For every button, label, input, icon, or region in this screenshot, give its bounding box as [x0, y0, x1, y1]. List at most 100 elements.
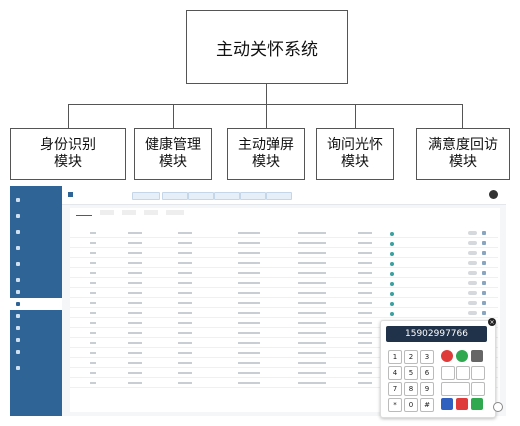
row-action-icon[interactable] — [482, 271, 486, 275]
row-action-icon[interactable] — [482, 311, 486, 315]
module-label-line1: 满意度回访 — [428, 137, 498, 153]
table-cell — [298, 362, 326, 364]
phone-ring-icon[interactable] — [493, 402, 503, 412]
dial-key[interactable]: 5 — [404, 366, 418, 380]
open-tab[interactable] — [132, 192, 160, 200]
toggle-switch[interactable] — [468, 301, 477, 305]
module-node-popup: 主动弹屏模块 — [227, 128, 305, 180]
table-cell — [178, 292, 192, 294]
table-cell — [298, 322, 326, 324]
dial-key[interactable]: 8 — [404, 382, 418, 396]
open-tab[interactable] — [162, 192, 188, 200]
row-action-icon[interactable] — [482, 251, 486, 255]
open-tab[interactable] — [188, 192, 214, 200]
toggle-switch[interactable] — [468, 231, 477, 235]
dial-key[interactable]: 4 — [388, 366, 402, 380]
connector-module-1 — [68, 104, 69, 128]
table-row[interactable] — [70, 290, 498, 298]
module-node-identity: 身份识别模块 — [10, 128, 126, 180]
close-icon[interactable]: × — [488, 318, 496, 326]
table-cell — [128, 302, 142, 304]
table-row[interactable] — [70, 310, 498, 318]
table-cell — [178, 312, 192, 314]
dial-key[interactable]: # — [420, 398, 434, 412]
dial-key[interactable]: 7 — [388, 382, 402, 396]
row-action-icon[interactable] — [482, 281, 486, 285]
sidebar-item[interactable] — [10, 194, 62, 206]
open-tab[interactable] — [240, 192, 266, 200]
toggle-switch[interactable] — [468, 241, 477, 245]
dial-key[interactable]: 1 — [388, 350, 402, 364]
table-cell — [358, 282, 372, 284]
table-cell — [128, 242, 142, 244]
table-row[interactable] — [70, 270, 498, 278]
table-row[interactable] — [70, 250, 498, 258]
table-cell — [358, 382, 372, 384]
sidebar-item[interactable] — [10, 258, 62, 270]
green-action-button[interactable] — [471, 398, 483, 410]
sidebar-item[interactable] — [10, 286, 62, 298]
subtab[interactable] — [166, 210, 184, 215]
dial-key[interactable]: 2 — [404, 350, 418, 364]
row-action-icon[interactable] — [482, 291, 486, 295]
table-row[interactable] — [70, 280, 498, 288]
toggle-switch[interactable] — [468, 281, 477, 285]
row-action-icon[interactable] — [482, 261, 486, 265]
table-cell — [90, 352, 96, 354]
table-cell — [238, 372, 260, 374]
open-tab[interactable] — [266, 192, 292, 200]
toggle-switch[interactable] — [468, 291, 477, 295]
status-icon — [390, 301, 394, 306]
sidebar-item[interactable] — [10, 242, 62, 254]
function-button[interactable] — [471, 382, 485, 396]
subtab[interactable] — [144, 210, 158, 215]
open-tab[interactable] — [214, 192, 240, 200]
table-cell — [128, 272, 142, 274]
sidebar-item[interactable] — [10, 334, 62, 346]
toggle-switch[interactable] — [468, 261, 477, 265]
function-button[interactable] — [441, 382, 470, 396]
blue-action-button[interactable] — [441, 398, 453, 410]
dial-key[interactable]: 0 — [404, 398, 418, 412]
row-action-icon[interactable] — [482, 241, 486, 245]
system-screenshot — [10, 186, 506, 416]
sidebar-item[interactable] — [10, 210, 62, 222]
subtab[interactable] — [100, 210, 114, 215]
table-cell — [358, 312, 372, 314]
function-button[interactable] — [441, 366, 455, 380]
toggle-switch[interactable] — [468, 251, 477, 255]
toggle-switch[interactable] — [468, 271, 477, 275]
transfer-icon[interactable] — [471, 350, 483, 362]
sidebar-item[interactable] — [10, 310, 62, 322]
toggle-switch[interactable] — [468, 311, 477, 315]
home-icon[interactable] — [68, 192, 73, 197]
table-row[interactable] — [70, 240, 498, 248]
dial-key[interactable]: 9 — [420, 382, 434, 396]
dial-key[interactable]: 6 — [420, 366, 434, 380]
table-row[interactable] — [70, 300, 498, 308]
sidebar-item[interactable] — [10, 274, 62, 286]
function-button[interactable] — [471, 366, 485, 380]
table-cell — [238, 362, 260, 364]
red-action-button[interactable] — [456, 398, 468, 410]
sidebar-item[interactable] — [10, 362, 62, 374]
dial-key[interactable]: 3 — [420, 350, 434, 364]
answer-icon[interactable] — [456, 350, 468, 362]
table-row[interactable] — [70, 230, 498, 238]
table-cell — [238, 312, 260, 314]
subtab[interactable] — [76, 210, 92, 216]
subtab[interactable] — [122, 210, 136, 215]
sidebar-item[interactable] — [10, 226, 62, 238]
table-row[interactable] — [70, 260, 498, 268]
dial-key[interactable]: * — [388, 398, 402, 412]
sidebar-item[interactable] — [10, 322, 62, 334]
avatar[interactable] — [489, 190, 498, 199]
table-cell — [178, 262, 192, 264]
table-cell — [358, 262, 372, 264]
hangup-icon[interactable] — [441, 350, 453, 362]
sidebar-item-active[interactable] — [10, 298, 62, 310]
row-action-icon[interactable] — [482, 231, 486, 235]
row-action-icon[interactable] — [482, 301, 486, 305]
function-button[interactable] — [456, 366, 470, 380]
sidebar-item[interactable] — [10, 346, 62, 358]
